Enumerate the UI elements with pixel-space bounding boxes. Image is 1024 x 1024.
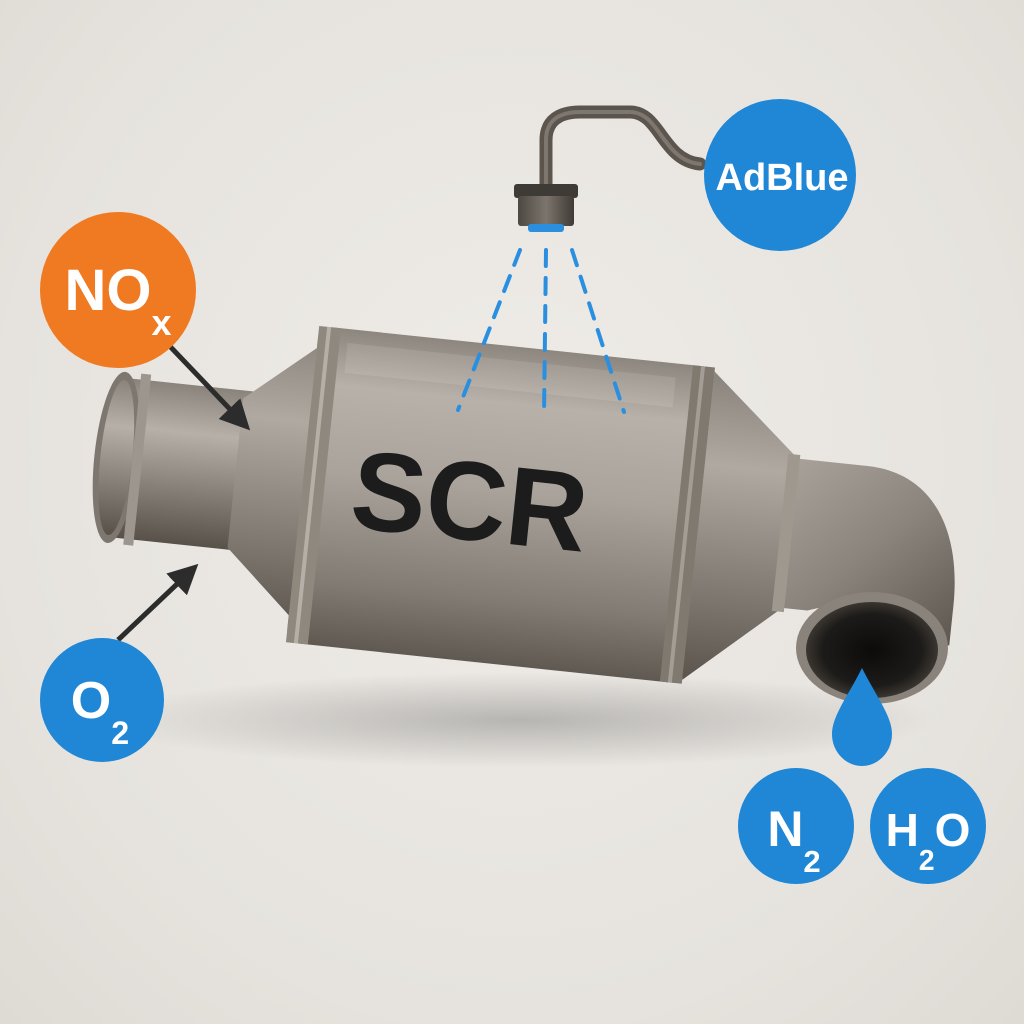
n2-bubble: N2: [738, 768, 854, 884]
svg-text:NOx: NOx: [65, 258, 172, 343]
scr-catalyst: SCR: [92, 325, 955, 684]
catalyst-body: [285, 325, 716, 684]
o2-bubble: O2: [40, 638, 164, 762]
spray-line-left: [456, 248, 522, 412]
n2-subscript: 2: [803, 844, 820, 879]
o2-arrow: [116, 563, 199, 642]
svg-text:N2: N2: [767, 801, 820, 879]
adblue-bubble: AdBlue: [704, 99, 856, 251]
adblue-label: AdBlue: [716, 157, 849, 199]
h2o-label: H: [886, 804, 919, 856]
o2-label: O: [71, 672, 111, 730]
nox-subscript: x: [152, 302, 172, 343]
nox-bubble: NOx: [40, 212, 196, 368]
svg-text:H2O: H2O: [886, 804, 971, 877]
spray-line-right: [570, 248, 626, 414]
dosing-line: [539, 105, 707, 197]
water-droplet: [832, 668, 892, 766]
device-label: SCR: [346, 427, 594, 576]
h2o-tail: O: [935, 804, 971, 856]
n2-label: N: [767, 801, 803, 857]
injector-nozzle: [514, 184, 578, 232]
inlet-pipe: [92, 371, 254, 551]
spray-line-center: [542, 248, 548, 418]
h2o-bubble: H2O: [870, 768, 986, 884]
adblue-spray: [456, 248, 626, 418]
h2o-subscript: 2: [919, 845, 935, 877]
o2-subscript: 2: [111, 715, 129, 751]
outlet-elbow: [771, 453, 955, 646]
nox-arrow: [160, 336, 251, 431]
nox-label: NO: [65, 258, 152, 323]
outlet-cone: [682, 371, 798, 680]
ground-shadow: [100, 672, 940, 768]
svg-text:O2: O2: [71, 672, 129, 751]
outlet-opening: [796, 592, 948, 704]
